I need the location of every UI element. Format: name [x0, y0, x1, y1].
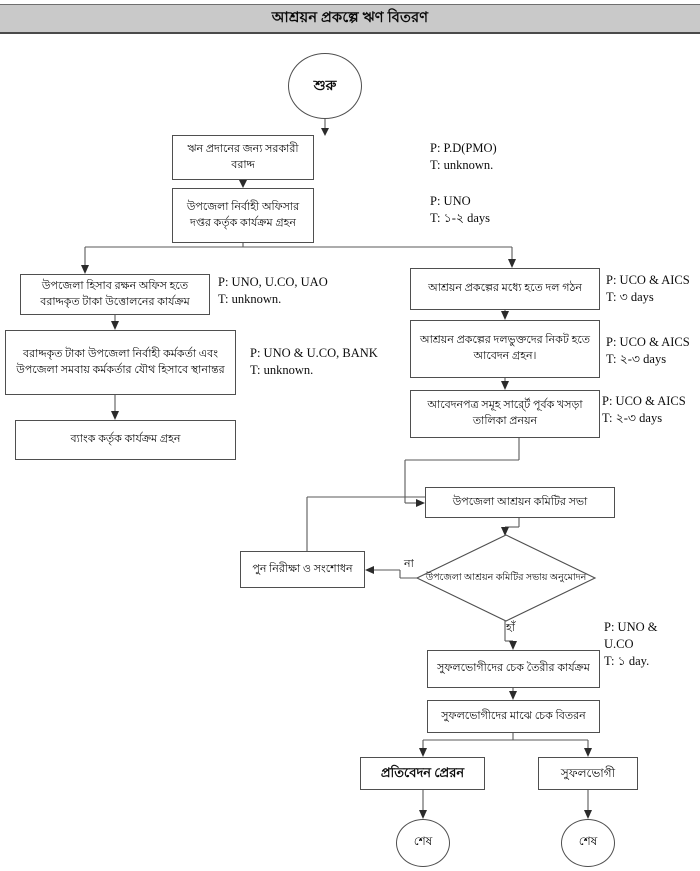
decision-committee-approval: উপজেলা আশ্রয়ন কমিটির সভায় অনুমোদন: [415, 534, 597, 622]
annotation-time: T: unknown.: [250, 362, 314, 377]
annotation-uno-office-action: P: UNO T: ১-২ days: [430, 193, 490, 227]
annotation-person: P: UNO & U.CO, BANK: [250, 346, 378, 360]
node-cheque-distribution: সুফলভোগীদের মাঝে চেক বিতরন: [427, 700, 600, 733]
node-beneficiary-label: সুফলভোগী: [560, 765, 616, 780]
annotation-time: T: ১ day.: [604, 653, 650, 668]
node-application-receive-label: আশ্রয়ন প্রকল্পের দলভুক্তদের নিকট হতে আব…: [419, 334, 591, 362]
terminator-end-left: শেষ: [396, 819, 450, 867]
node-bank-action: ব্যাংক কর্তৃক কার্যক্রম গ্রহন: [15, 420, 236, 460]
node-uno-office-action: উপজেলা নির্বাহী অফিসার দপ্তর কর্তৃক কার্…: [172, 188, 314, 243]
annotation-govt-allocation: P: P.D(PMO) T: unknown.: [430, 140, 497, 174]
terminator-end-left-label: শেষ: [413, 834, 433, 848]
annotation-person: P: UCO & AICS: [606, 335, 690, 349]
terminator-start-label: শুরু: [313, 79, 337, 94]
annotation-person: P: P.D(PMO): [430, 141, 497, 155]
node-report-send: প্রতিবেদন প্রেরন: [360, 757, 485, 790]
annotation-time: T: ১-২ days: [430, 210, 491, 225]
annotation-person: P: UNO, U.CO, UAO: [218, 275, 328, 289]
node-group-formation: আশ্রয়ন প্রকল্পের মধ্যে হতে দল গঠন: [410, 268, 600, 310]
node-group-formation-label: আশ্রয়ন প্রকল্পের মধ্যে হতে দল গঠন: [428, 282, 582, 295]
annotation-time: T: ৩ days: [606, 289, 654, 304]
node-application-receive: আশ্রয়ন প্রকল্পের দলভুক্তদের নিকট হতে আব…: [410, 320, 600, 378]
page-title-bar: আশ্রয়ন প্রকল্পে ঋণ বিতরণ: [0, 4, 700, 34]
diamond-shape: [415, 534, 597, 622]
node-beneficiary: সুফলভোগী: [538, 757, 638, 790]
node-draft-list: আবেদনপত্র সমূহ সার্র্টে পূর্বক খসড়া তাল…: [410, 390, 600, 438]
page-title: আশ্রয়ন প্রকল্পে ঋণ বিতরণ: [271, 9, 429, 26]
node-joint-account-transfer: বরাদ্দকৃত টাকা উপজেলা নির্বাহী কর্মকর্তা…: [5, 330, 236, 395]
edge-label-no: না: [404, 558, 414, 570]
annotation-person-2: U.CO: [604, 636, 634, 651]
node-draft-list-label: আবেদনপত্র সমূহ সার্র্টে পূর্বক খসড়া তাল…: [427, 399, 583, 427]
annotation-time: T: unknown.: [218, 291, 282, 306]
node-re-audit: পুন নিরীক্ষা ও সংশোধন: [240, 551, 365, 588]
annotation-time: T: unknown.: [430, 157, 494, 172]
annotation-draft-list: P: UCO & AICS T: ২-৩ days: [602, 393, 686, 427]
annotation-person: P: UCO & AICS: [602, 394, 686, 408]
node-uno-office-action-label: উপজেলা নির্বাহী অফিসার দপ্তর কর্তৃক কার্…: [186, 200, 300, 229]
node-committee-meeting: উপজেলা আশ্রয়ন কমিটির সভা: [425, 487, 615, 518]
node-report-send-label: প্রতিবেদন প্রেরন: [380, 765, 465, 781]
node-cheque-preparation: সুফলভোগীদের চেক তৈরীর কার্যক্রম: [427, 650, 600, 688]
node-accounts-office-withdraw: উপজেলা হিসাব রক্ষন অফিস হতে বরাদ্দকৃত টা…: [20, 274, 210, 315]
node-joint-account-transfer-label: বরাদ্দকৃত টাকা উপজেলা নির্বাহী কর্মকর্তা…: [16, 347, 225, 376]
node-accounts-office-withdraw-label: উপজেলা হিসাব রক্ষন অফিস হতে বরাদ্দকৃত টা…: [40, 279, 190, 308]
node-bank-action-label: ব্যাংক কর্তৃক কার্যক্রম গ্রহন: [70, 433, 181, 446]
annotation-person: P: UCO & AICS: [606, 273, 690, 287]
annotation-application-receive: P: UCO & AICS T: ২-৩ days: [606, 334, 690, 368]
annotation-group-formation: P: UCO & AICS T: ৩ days: [606, 272, 690, 306]
node-committee-meeting-label: উপজেলা আশ্রয়ন কমিটির সভা: [452, 495, 588, 508]
node-govt-allocation-label: ঋন প্রদানের জন্য সরকারী বরাদ্দ: [187, 142, 299, 171]
annotation-accounts-office-withdraw: P: UNO, U.CO, UAO T: unknown.: [218, 274, 328, 308]
terminator-end-right-label: শেষ: [578, 834, 598, 848]
terminator-end-right: শেষ: [561, 819, 615, 867]
annotation-cheque-preparation: P: UNO & U.CO T: ১ day.: [604, 619, 657, 670]
annotation-person: P: UNO &: [604, 620, 658, 634]
node-cheque-preparation-label: সুফলভোগীদের চেক তৈরীর কার্যক্রম: [437, 662, 590, 675]
edge-label-yes: হাঁ: [506, 622, 515, 634]
annotation-time: T: ২-৩ days: [606, 351, 667, 366]
node-re-audit-label: পুন নিরীক্ষা ও সংশোধন: [252, 562, 353, 575]
node-cheque-distribution-label: সুফলভোগীদের মাঝে চেক বিতরন: [441, 709, 586, 722]
annotation-person: P: UNO: [430, 194, 471, 208]
annotation-joint-account-transfer: P: UNO & U.CO, BANK T: unknown.: [250, 345, 378, 379]
node-govt-allocation: ঋন প্রদানের জন্য সরকারী বরাদ্দ: [172, 135, 314, 180]
annotation-time: T: ২-৩ days: [602, 410, 663, 425]
terminator-start: শুরু: [288, 53, 362, 119]
